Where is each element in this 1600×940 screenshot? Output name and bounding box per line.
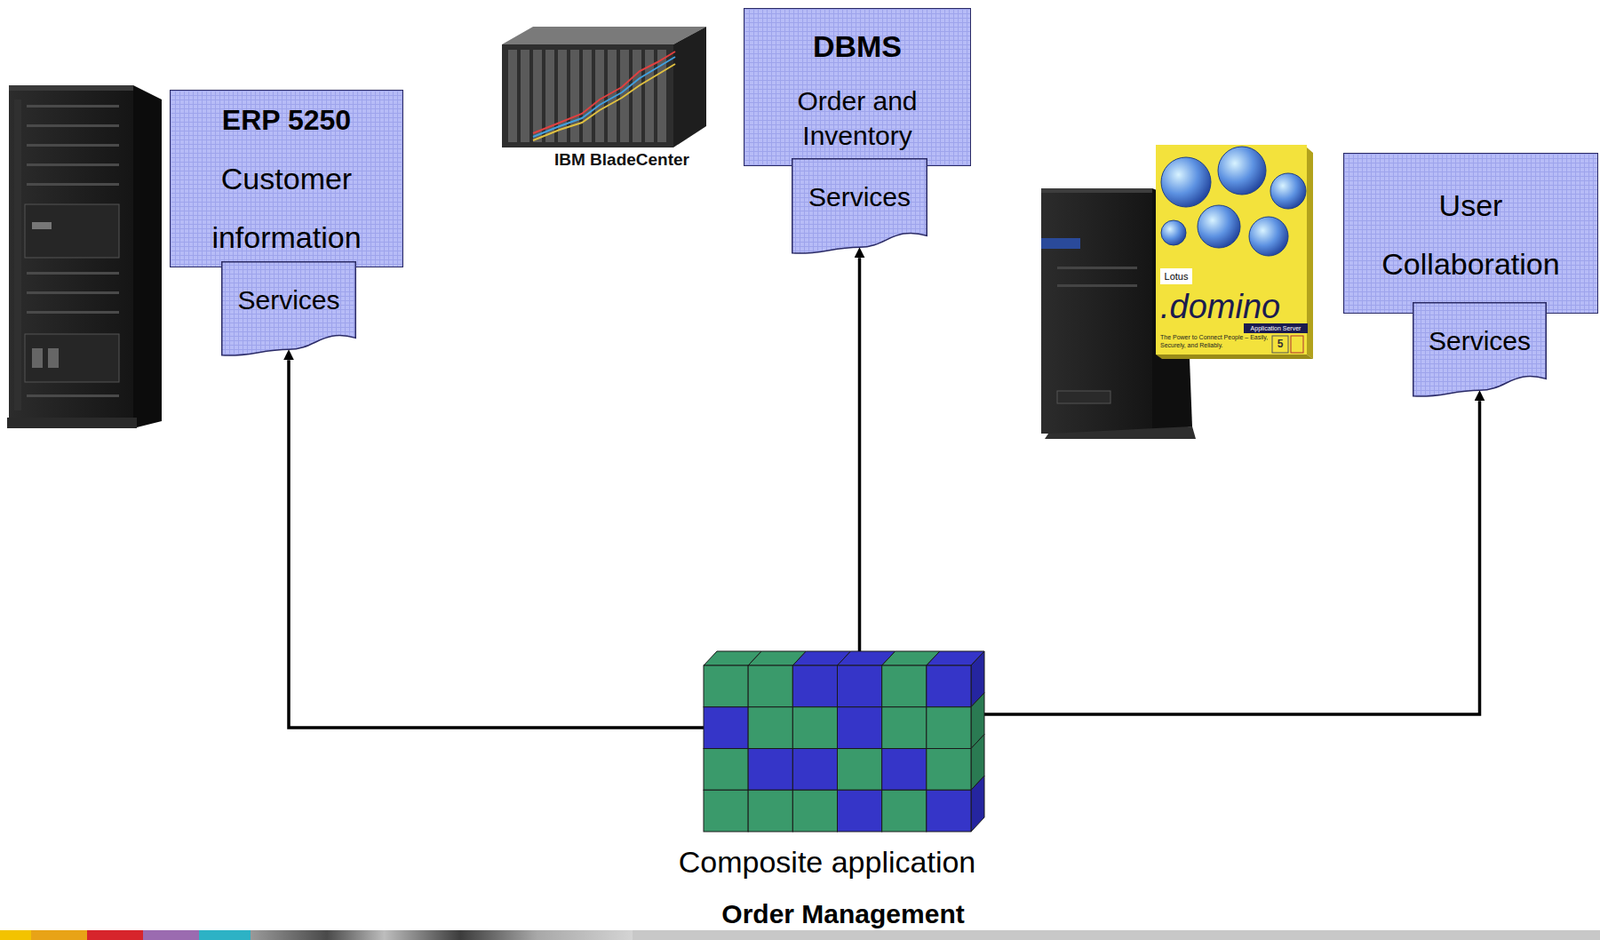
cube-shape — [703, 651, 985, 832]
system-box: DBMS Order and Inventory — [743, 7, 972, 167]
package-tagline: The Power to Connect People – Easily, Se… — [1160, 334, 1269, 350]
service-document: Services — [221, 261, 357, 358]
service-label: Services — [221, 284, 357, 317]
box-body: Order and Inventory — [753, 83, 962, 153]
logo-text: .domino — [1160, 288, 1310, 325]
bladecenter-chassis — [501, 26, 707, 148]
service-label: Services — [791, 181, 928, 214]
composite-cube: Composite application — [703, 651, 985, 832]
version-number: 5 — [1272, 336, 1289, 352]
logo-subtitle: Application Server — [1243, 323, 1308, 334]
product-label: IBM BladeCenter — [533, 151, 711, 169]
box-body: Customer information — [179, 149, 394, 267]
arrow-connector — [288, 359, 704, 728]
box-heading: DBMS — [753, 17, 962, 75]
box-heading: ERP 5250 — [179, 97, 394, 143]
arrow-connector — [984, 400, 1481, 715]
arrow-connector — [858, 257, 862, 652]
server-tower — [7, 85, 162, 429]
service-document: Services — [791, 158, 928, 255]
logo-text: Lotus — [1160, 268, 1193, 285]
service-document: Services — [1412, 302, 1547, 399]
cube-caption: Composite application — [678, 843, 977, 880]
service-label: Services — [1412, 325, 1547, 358]
system-box: User Collaboration — [1343, 152, 1599, 314]
system-box: ERP 5250Customer information — [169, 89, 404, 268]
box-body: User Collaboration — [1353, 175, 1589, 294]
brand-bar — [0, 930, 1600, 940]
diagram-caption: Order Management — [665, 898, 1021, 931]
software-package — [1155, 144, 1314, 359]
